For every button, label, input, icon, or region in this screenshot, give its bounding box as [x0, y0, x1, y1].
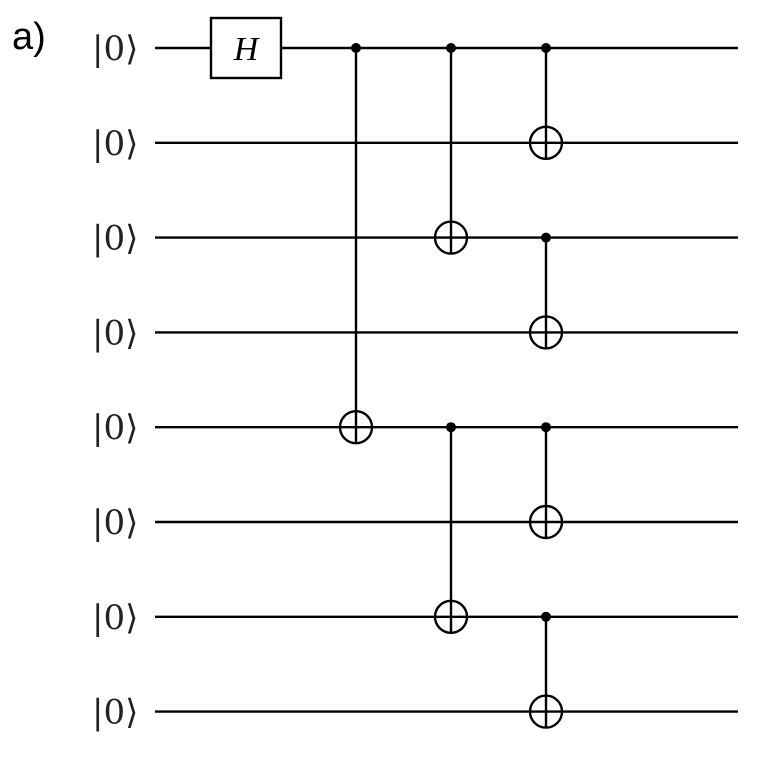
qubit-label: |0⟩: [92, 598, 138, 638]
control-dot: [351, 43, 361, 53]
hadamard-gate-box: [209, 16, 283, 80]
hadamard-gate-label: H: [233, 31, 261, 68]
panel-label: a): [12, 16, 46, 58]
qubit-label: |0⟩: [92, 124, 138, 164]
control-dot: [541, 422, 551, 433]
qubit-label: |0⟩: [92, 693, 138, 733]
control-dot: [446, 422, 456, 433]
control-dot: [541, 43, 551, 53]
qubit-label: |0⟩: [92, 219, 138, 259]
control-dot: [446, 43, 456, 53]
qubit-label: |0⟩: [92, 313, 138, 353]
qubit-label: |0⟩: [92, 503, 138, 543]
qubit-label: |0⟩: [92, 408, 138, 448]
control-dot: [541, 232, 551, 243]
qubit-label: |0⟩: [92, 29, 138, 69]
control-dot: [541, 611, 551, 622]
